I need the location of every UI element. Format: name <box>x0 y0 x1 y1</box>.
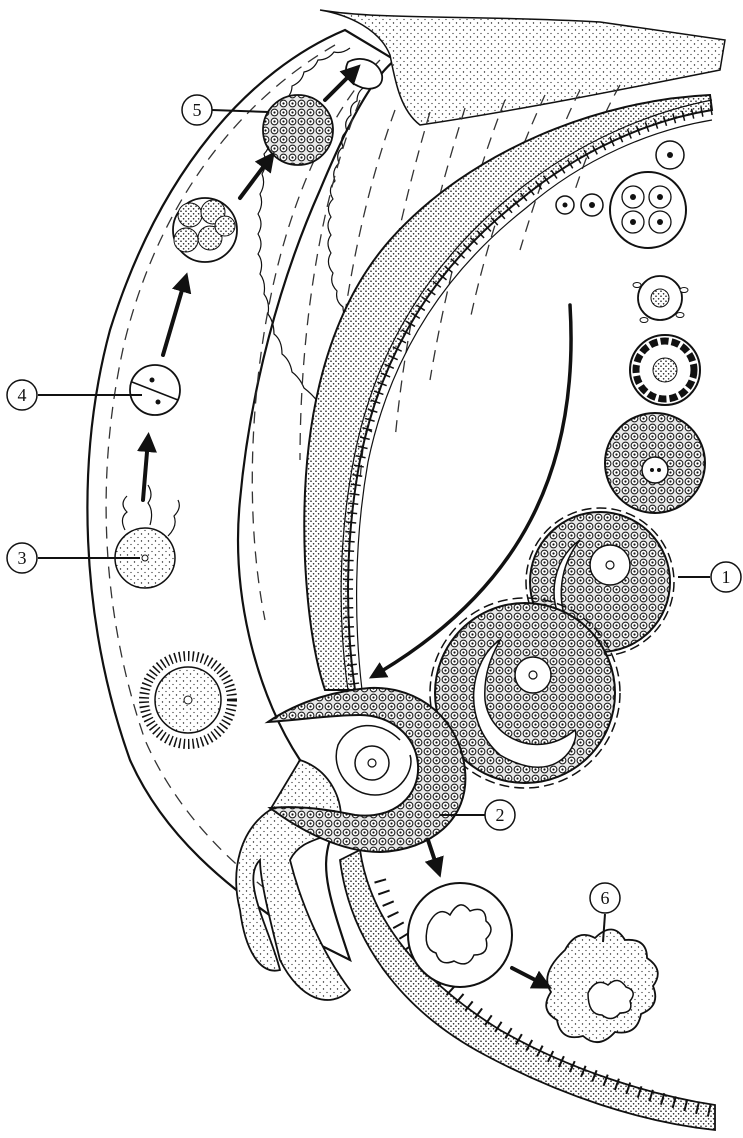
primary-follicle <box>633 276 688 323</box>
eight-cell-stage <box>173 198 237 262</box>
ovary-lower-surface <box>340 850 715 1130</box>
label-5-text: 5 <box>193 100 202 120</box>
corpus-albicans <box>546 929 658 1042</box>
corpus-hemorrhagicum <box>408 883 512 987</box>
egg-nest <box>610 172 686 248</box>
arrow-ovulation-to-corpus-luteum <box>428 840 438 870</box>
label-4-text: 4 <box>18 385 27 405</box>
label-1-text: 1 <box>722 567 731 587</box>
growing-follicle <box>630 335 700 405</box>
label-1: 1 <box>678 562 741 592</box>
secondary-follicle <box>605 413 705 513</box>
two-cell-stage <box>130 365 180 415</box>
label-2-text: 2 <box>496 805 505 825</box>
arrow-corpus-luteum-to-albicans <box>512 968 545 985</box>
label-3-text: 3 <box>18 548 27 568</box>
label-6-text: 6 <box>601 888 610 908</box>
morula <box>263 95 333 165</box>
